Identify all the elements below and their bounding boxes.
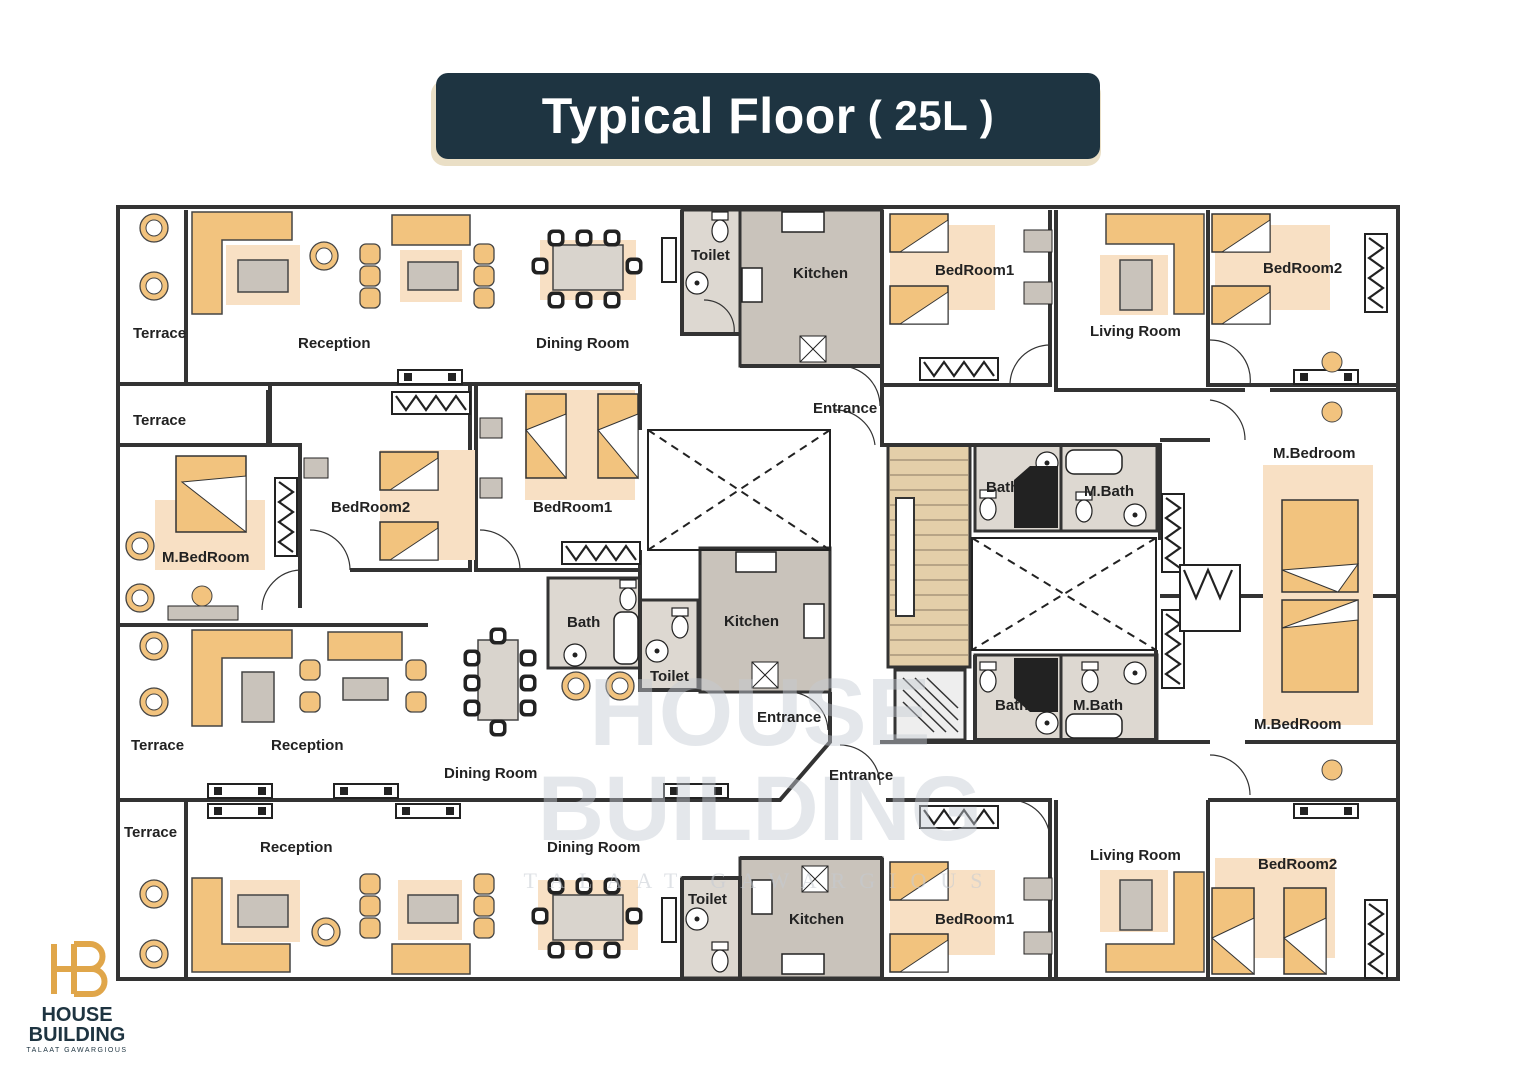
bath-fixtures (563, 211, 1147, 975)
shafts (647, 429, 1157, 651)
stairs (890, 459, 968, 733)
room-label: Dining Room (444, 765, 537, 782)
tables (237, 244, 1153, 941)
room-label: Dining Room (536, 335, 629, 352)
room-label: Entrance (813, 400, 877, 417)
room-label: Reception (260, 839, 333, 856)
page-title: Typical Floor (541, 88, 856, 144)
logo-line-2: BUILDING (28, 1024, 126, 1046)
room-label: Entrance (829, 767, 893, 784)
room-label: Kitchen (793, 265, 848, 282)
room-label: M.BedRoom (1254, 716, 1342, 733)
watermark-house: HOUSE (589, 659, 930, 766)
room-label: M.Bath (1084, 483, 1134, 500)
sofas (191, 211, 1205, 975)
room-label: Bath (986, 479, 1019, 496)
room-label: M.Bedroom (1273, 445, 1356, 462)
room-label: Terrace (133, 412, 186, 429)
watermark: HOUSE BUILDING TALAAT GAWARGIOUS (523, 659, 996, 893)
wardrobes (273, 232, 1389, 980)
company-logo: HOUSE BUILDING TALAAT GAWARGIOUS (22, 940, 132, 1055)
room-label: M.BedRoom (162, 549, 250, 566)
room-label: BedRoom2 (1258, 856, 1337, 873)
room-label: Kitchen (724, 613, 779, 630)
room-label: M.Bath (1073, 697, 1123, 714)
room-label: Reception (298, 335, 371, 352)
room-label: BedRoom1 (935, 911, 1014, 928)
room-label: Toilet (688, 891, 727, 908)
room-label: Reception (271, 737, 344, 754)
beds (175, 213, 1360, 976)
logo-line-3: TALAAT GAWARGIOUS (26, 1047, 128, 1054)
room-label: Toilet (691, 247, 730, 264)
room-label: Bath (995, 697, 1028, 714)
title-banner: Typical Floor ( 25L ) (436, 73, 1100, 159)
room-label: Kitchen (789, 911, 844, 928)
room-label: Living Room (1090, 323, 1181, 340)
room-label: Entrance (757, 709, 821, 726)
room-label: Terrace (131, 737, 184, 754)
doors (261, 299, 1251, 841)
room-label: BedRoom1 (533, 499, 612, 516)
room-label: BedRoom1 (935, 262, 1014, 279)
room-label: Dining Room (547, 839, 640, 856)
room-label: Toilet (650, 668, 689, 685)
room-label: Terrace (124, 824, 177, 841)
consoles (167, 229, 1359, 955)
room-label: Terrace (133, 325, 186, 342)
watermark-building: BUILDING (538, 758, 983, 860)
room-label: BedRoom2 (1263, 260, 1342, 277)
page-subtitle: ( 25L ) (867, 92, 995, 139)
room-labels: Terrace Reception Dining Room Toilet Kit… (124, 247, 1356, 928)
logo-mark-icon (51, 941, 108, 997)
room-label: Bath (567, 614, 600, 631)
watermark-tagline: TALAAT GAWARGIOUS (523, 868, 996, 893)
logo-line-1: HOUSE (41, 1004, 113, 1026)
room-label: Living Room (1090, 847, 1181, 864)
room-label: BedRoom2 (331, 499, 410, 516)
